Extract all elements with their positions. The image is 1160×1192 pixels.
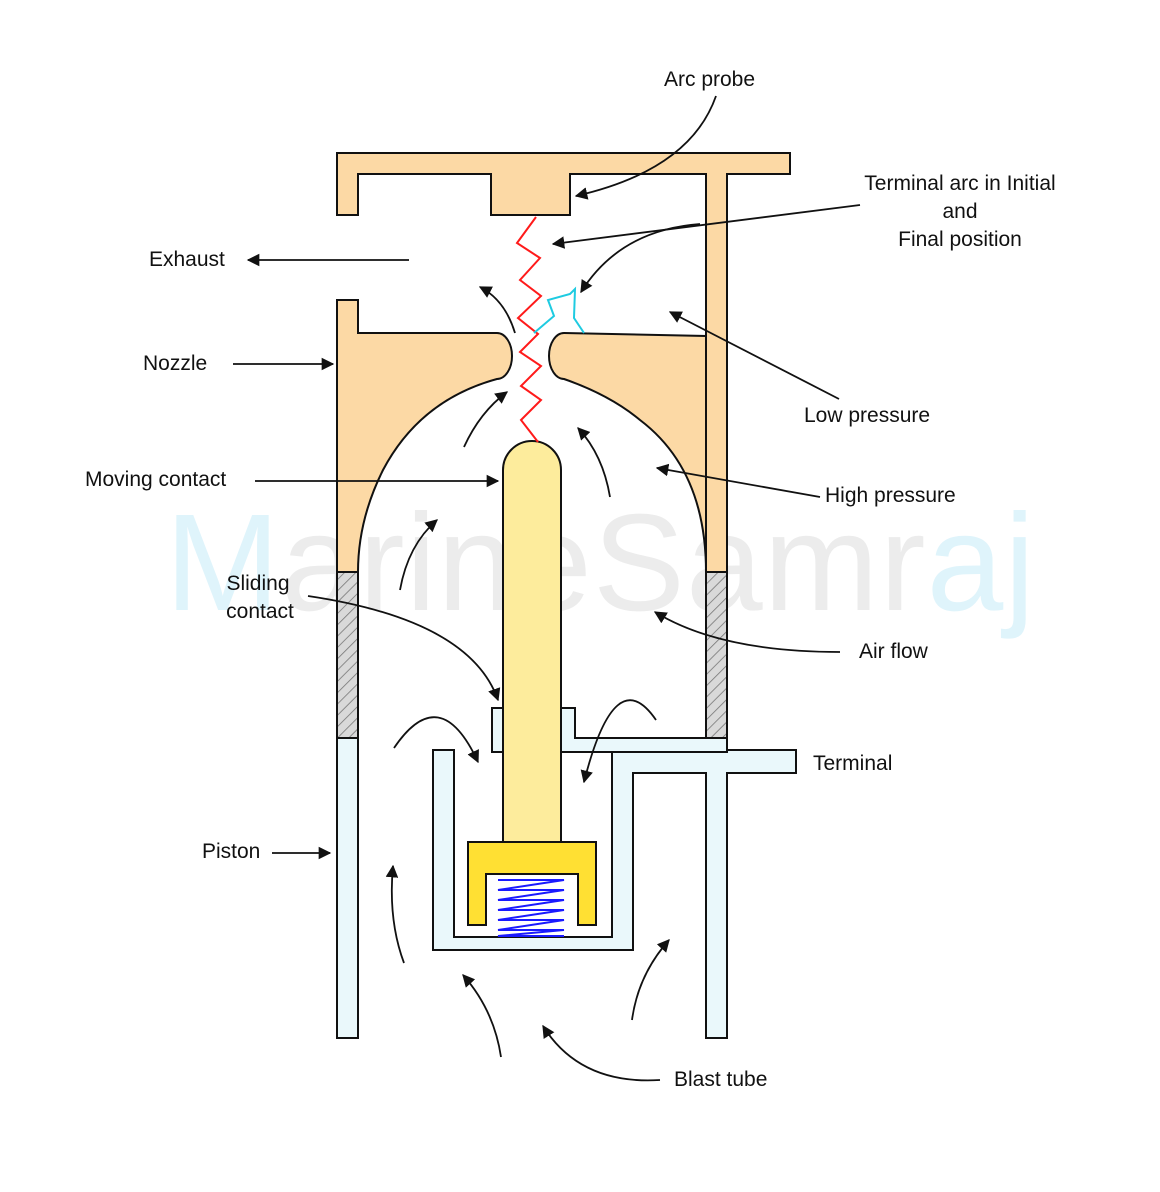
arrow-blast-tube <box>542 1024 661 1082</box>
label-piston: Piston <box>202 840 261 863</box>
arrow-terminal-arc-final <box>580 223 701 294</box>
arrow-air-flow <box>653 611 841 653</box>
arc-initial <box>515 216 543 443</box>
label-terminal-arc-line3: Final position <box>898 228 1022 251</box>
label-exhaust: Exhaust <box>149 248 225 271</box>
arc-probe-cap <box>336 152 791 740</box>
arrow-terminal-arc-initial <box>551 204 861 249</box>
arrow-sliding-contact <box>307 595 501 702</box>
contact-cap <box>467 841 597 926</box>
airflow-arrow <box>399 519 438 591</box>
terminal-arm <box>432 737 797 1039</box>
arrow-high-pressure <box>655 463 821 498</box>
arrow-low-pressure <box>668 311 840 400</box>
label-high-pressure: High pressure <box>825 484 956 507</box>
hatch-right <box>705 571 728 739</box>
airflow-arrow <box>631 939 670 1021</box>
label-arc-probe: Arc probe <box>664 68 756 91</box>
label-air-flow: Air flow <box>859 640 928 663</box>
label-moving-contact: Moving contact <box>85 468 227 491</box>
arc-final <box>533 286 585 334</box>
arrow-arc-probe <box>574 95 717 200</box>
airflow-arrow <box>463 391 509 448</box>
airflow-arrow <box>462 974 502 1058</box>
airflow-arrow <box>385 864 405 964</box>
hatch-left <box>336 571 359 739</box>
label-nozzle: Nozzle <box>143 352 208 375</box>
nozzle-left <box>336 299 513 573</box>
airflow-arrow <box>393 716 479 764</box>
label-sliding-contact-line2: contact <box>226 600 294 623</box>
airflow-arrow <box>580 699 657 784</box>
label-blast-tube: Blast tube <box>674 1068 768 1091</box>
label-sliding-contact-line1: Sliding <box>226 572 290 595</box>
airflow-arrow <box>478 286 516 334</box>
spring <box>497 879 565 937</box>
airflow-arrow <box>577 427 611 498</box>
label-terminal-arc-line1: Terminal arc in Initial <box>864 172 1056 195</box>
nozzle-right <box>548 331 707 573</box>
label-low-pressure: Low pressure <box>804 404 931 427</box>
label-terminal: Terminal <box>813 752 893 775</box>
piston-wall <box>336 737 359 1039</box>
label-terminal-arc-line2: and <box>942 200 978 223</box>
moving-contact-rod <box>502 440 562 843</box>
